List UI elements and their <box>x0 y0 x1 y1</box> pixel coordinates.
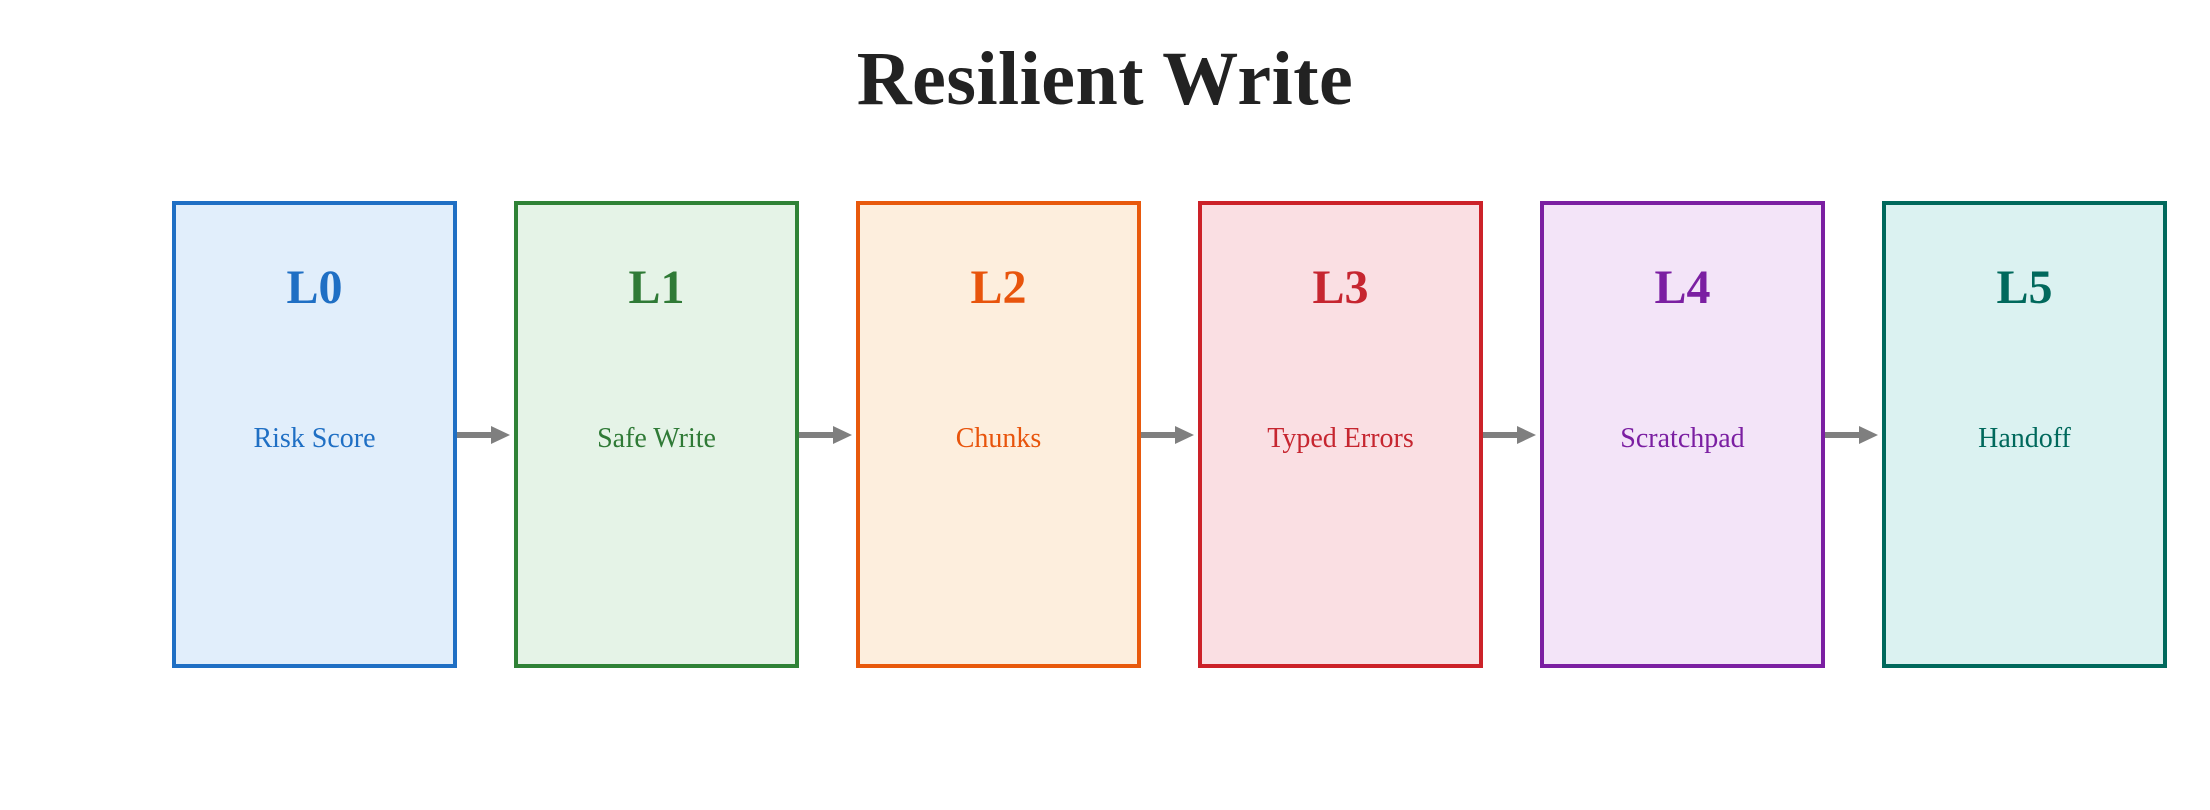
stage-caption: Safe Write <box>597 423 716 454</box>
stage-level-label: L2 <box>970 261 1027 314</box>
stage-caption: Chunks <box>955 423 1042 454</box>
arrow-right-icon <box>1483 421 1540 449</box>
stage-level-label: L3 <box>1312 261 1369 314</box>
arrow-right-icon <box>799 421 856 449</box>
stage-level-label: L0 <box>286 261 343 314</box>
stage-level-label: L4 <box>1654 261 1711 314</box>
stage-caption: Handoff <box>1978 423 2071 454</box>
arrow-right-icon <box>1825 421 1882 449</box>
page-title: Resilient Write <box>856 37 1354 121</box>
arrow-right-icon <box>1141 421 1198 449</box>
stage-level-label: L1 <box>628 261 685 314</box>
arrow-right-icon <box>457 421 514 449</box>
stage-caption: Risk Score <box>253 423 376 454</box>
stage-caption: Scratchpad <box>1620 423 1745 454</box>
stage-caption: Typed Errors <box>1267 423 1414 454</box>
stage-level-label: L5 <box>1996 261 2053 314</box>
